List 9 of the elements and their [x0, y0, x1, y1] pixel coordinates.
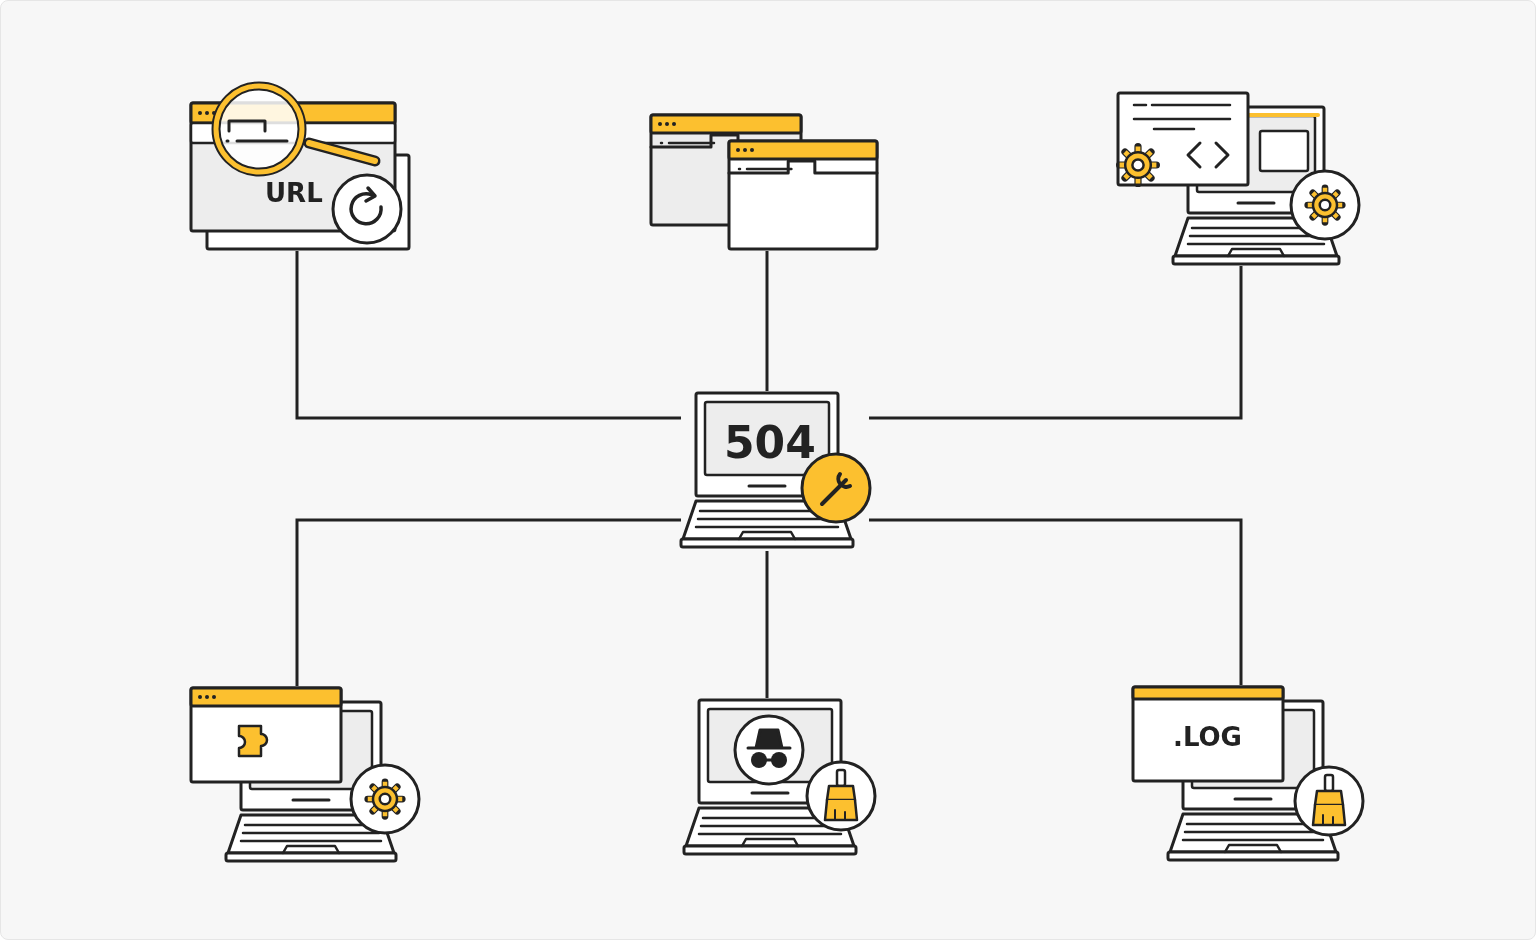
screen-label: .LOG: [1173, 724, 1242, 750]
connector-line: [295, 518, 681, 686]
connector-line: [295, 251, 681, 420]
connector-line: [869, 518, 1243, 685]
connector-line: [765, 251, 769, 391]
screen-label: URL: [265, 180, 323, 206]
connector-line: [869, 266, 1243, 420]
error-code: 504: [724, 421, 816, 465]
connector-line: [765, 551, 769, 698]
